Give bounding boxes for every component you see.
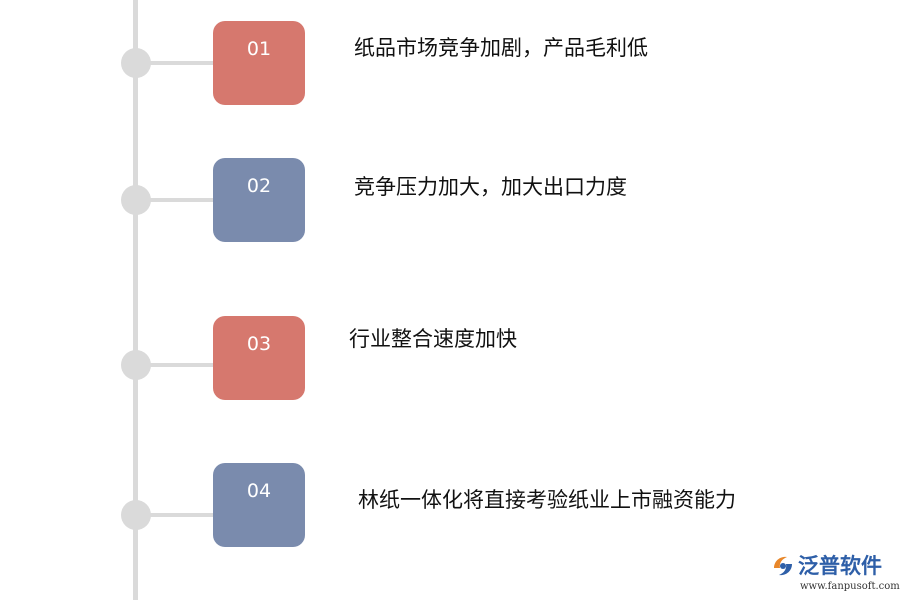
logo-url: www.fanpusoft.com [800, 581, 900, 592]
step-text: 林纸一体化将直接考验纸业上市融资能力 [358, 488, 736, 512]
step-number: 03 [246, 333, 272, 355]
timeline-line [133, 0, 138, 600]
step-number-box: 02 [213, 158, 305, 242]
step-number-box: 04 [213, 463, 305, 547]
step-number: 04 [246, 480, 272, 502]
timeline-dot [121, 48, 151, 78]
logo-name: 泛普软件 [798, 554, 882, 578]
connector-line [136, 198, 216, 202]
step-number-box: 03 [213, 316, 305, 400]
step-text: 竞争压力加大，加大出口力度 [354, 175, 627, 199]
brand-logo: 泛普软件 www.fanpusoft.com [770, 553, 900, 597]
step-number: 02 [246, 175, 272, 197]
connector-line [136, 513, 216, 517]
connector-line [136, 61, 216, 65]
step-text: 行业整合速度加快 [349, 327, 517, 351]
connector-line [136, 363, 216, 367]
timeline-dot [121, 185, 151, 215]
step-number-box: 01 [213, 21, 305, 105]
step-text: 纸品市场竞争加剧，产品毛利低 [354, 36, 648, 60]
fanpu-logo-icon [774, 556, 792, 576]
timeline-dot [121, 350, 151, 380]
timeline-dot [121, 500, 151, 530]
step-number: 01 [246, 38, 272, 60]
